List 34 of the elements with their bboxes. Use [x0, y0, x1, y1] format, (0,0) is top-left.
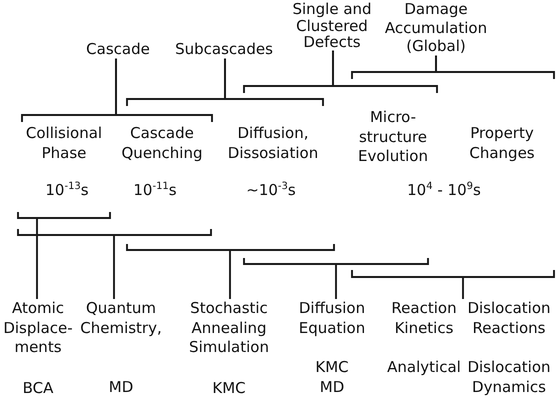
process-label: Diffusion Equation: [298, 299, 366, 338]
bracket-line: [17, 228, 212, 300]
process-label: Stochastic Annealing Simulation: [188, 299, 270, 358]
method-label: Dislocation Dynamics: [466, 358, 552, 397]
bracket-line: [435, 56, 555, 79]
stage-label: Micro- structure Evolution: [353, 98, 433, 166]
stage-label: Diffusion, Dissosiation: [223, 124, 323, 163]
stage-label: Cascade Quenching: [116, 124, 208, 163]
method-label: KMC MD: [314, 358, 350, 397]
bracket-line: [351, 269, 555, 300]
bracket-line: [332, 50, 438, 93]
level-heading: Damage Accumulation (Global): [382, 0, 490, 56]
timescale-label: ~10$^{-3}$s: [246, 181, 296, 200]
level-heading: Cascade: [76, 40, 160, 58]
level-heading: Single and Clustered Defects: [289, 1, 375, 50]
level-heading: Subcascades: [168, 40, 280, 58]
bracket-line: [17, 211, 111, 300]
timescale-label: 10$^{4}$ - 10$^{9}$s: [407, 181, 481, 200]
process-label: Atomic Displace- ments: [2, 299, 74, 358]
bracket-line: [224, 58, 324, 106]
method-label: BCA: [22, 378, 54, 398]
timescale-label: 10$^{-11}$s: [133, 181, 177, 200]
bracket-line: [126, 243, 335, 300]
timescale-label: 10$^{-13}$s: [45, 181, 89, 200]
method-label: MD: [108, 378, 134, 398]
process-label: Dislocation Reactions: [466, 299, 552, 338]
process-label: Quantum Chemistry,: [79, 299, 163, 338]
bracket-line: [115, 58, 213, 122]
method-label: KMC: [211, 378, 247, 398]
bracket-line: [243, 257, 429, 300]
method-label: Analytical: [386, 358, 462, 378]
stage-label: Property Changes: [462, 124, 542, 163]
stage-label: Collisional Phase: [22, 124, 106, 163]
process-label: Reaction Kinetics: [390, 299, 458, 338]
